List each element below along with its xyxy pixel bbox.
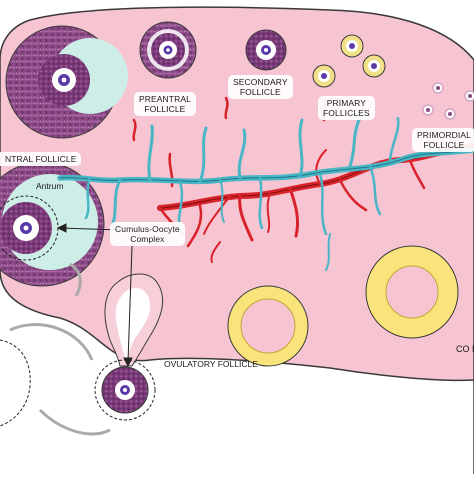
primordial-follicle-label: PRIMORDIAL FOLLICLE (412, 128, 474, 152)
preantral-follicle-graphic (139, 21, 197, 79)
corpus-line-1: CO (456, 344, 470, 354)
primary-line-1: PRIMARY (326, 98, 366, 108)
primordial-line-2: FOLLICLE (423, 140, 465, 150)
preantral-line-1: PREANTRAL (139, 94, 191, 104)
secondary-line-1: SECONDARY (233, 77, 288, 87)
primordial-line-1: PRIMORDIAL (417, 130, 471, 140)
ovulatory-follicle-label: OVULATORY FOLLICLE (164, 359, 258, 369)
cycle-arcs (0, 262, 111, 436)
antrum-text: Antrum (36, 181, 64, 191)
corpus-luteum-label: CO LU (456, 344, 474, 354)
ovary-body (0, 6, 474, 474)
primary-follicles-graphic (312, 34, 386, 88)
ovulatory-line-2: FOLLICLE (217, 359, 258, 369)
early-antral-follicle (5, 25, 128, 139)
ovulatory-line-1: OVULATORY (164, 359, 216, 369)
veins (57, 116, 474, 271)
cumulus-line-2: Complex (130, 234, 165, 244)
antral-follicle (0, 161, 105, 287)
cumulus-oocyte-label: Cumulus-Oocyte Complex (110, 222, 185, 246)
antral-text: NTRAL FOLLICLE (5, 154, 77, 164)
primordial-follicles-graphic (422, 82, 474, 120)
cumulus-pointers (56, 223, 133, 368)
primary-follicles-label: PRIMARY FOLLICLES (318, 96, 375, 120)
secondary-follicle-graphic (245, 29, 287, 71)
preantral-follicle-label: PREANTRAL FOLLICLE (134, 92, 196, 116)
secondary-follicle-label: SECONDARY FOLLICLE (228, 75, 293, 99)
antrum-label: Antrum (36, 181, 63, 191)
preantral-line-2: FOLLICLE (144, 104, 186, 114)
corpus-luteum-early (227, 285, 309, 367)
primary-line-2: FOLLICLES (323, 108, 370, 118)
ovulatory-follicle-graphic (94, 273, 163, 421)
cumulus-line-1: Cumulus-Oocyte (115, 224, 180, 234)
corpus-luteum-mature (365, 245, 459, 339)
antral-follicle-label: NTRAL FOLLICLE (0, 152, 82, 166)
corpus-line-2: LU (472, 344, 474, 354)
secondary-line-2: FOLLICLE (239, 87, 281, 97)
